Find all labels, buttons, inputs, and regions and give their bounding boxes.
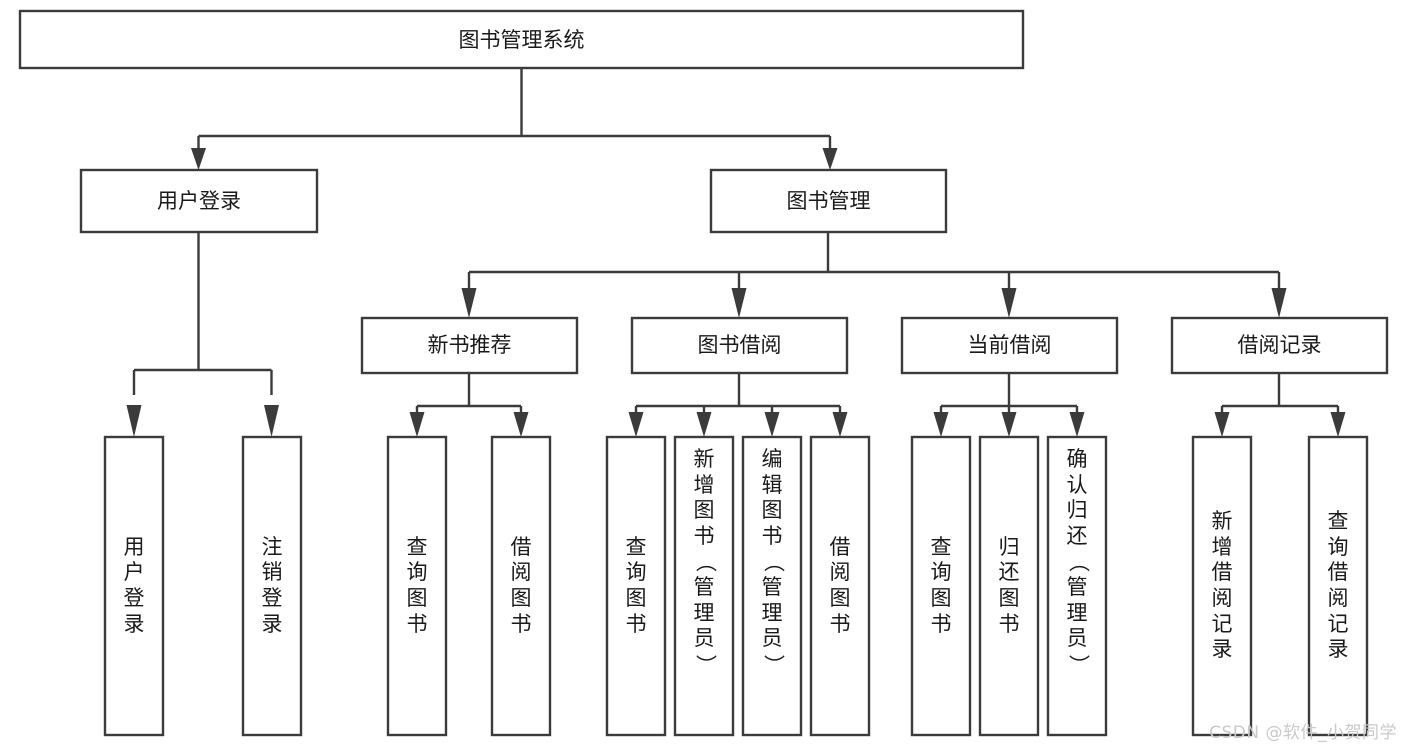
arrow-head-leaf-query-record [1330, 412, 1346, 437]
connector-borrow-record [1220, 372, 1340, 418]
node-leaf-query-book-2-box[interactable] [605, 435, 667, 737]
arrow-head-leaf-query-book-3 [933, 412, 949, 437]
arrow-head-leaf-borrow-book-2 [832, 412, 848, 437]
node-current-borrow-label: 当前借阅 [968, 333, 1052, 357]
arrow-head-book-manage [822, 148, 838, 170]
node-leaf-query-book-1-box[interactable] [386, 435, 448, 737]
node-leaf-user-logout-box[interactable] [241, 435, 303, 737]
connector-current-borrow [939, 372, 1079, 418]
arrow-head-leaf-return-book [1001, 412, 1017, 437]
node-borrow-record-box[interactable] [1170, 316, 1389, 375]
node-user-login[interactable]: 用户登录 [79, 168, 319, 234]
node-new-book-recommend-label: 新书推荐 [428, 333, 512, 357]
arrow-head-leaf-user-login [126, 405, 142, 437]
csdn-watermark: CSDN @软件_小贺同学 [1209, 723, 1397, 743]
node-root-box[interactable] [18, 9, 1025, 70]
node-leaf-user-login-box[interactable] [103, 435, 165, 737]
connector-root [197, 68, 832, 152]
arrow-head-user-login [191, 148, 206, 170]
connector-group-book-manage-to-level3 [461, 232, 1287, 318]
connector-book-manage [467, 232, 1281, 290]
arrow-head-leaf-query-book-2 [628, 412, 644, 437]
connector-group-borrow-record-to-leaves [1214, 372, 1346, 437]
node-new-book-recommend-box[interactable] [360, 316, 579, 375]
node-new-book-recommend[interactable]: 新书推荐 [360, 316, 579, 375]
arrow-head-book-borrow [731, 288, 747, 318]
arrow-head-current-borrow [1001, 288, 1017, 318]
connector-group-user-login-to-leaves [126, 232, 279, 437]
connector-user-login [132, 232, 273, 395]
node-leaf-edit-book-box[interactable] [741, 435, 803, 737]
node-book-borrow[interactable]: 图书借阅 [630, 316, 849, 375]
arrow-head-borrow-record [1271, 288, 1287, 318]
leaf-boxes [103, 435, 1369, 737]
node-book-manage-box[interactable] [709, 168, 948, 234]
arrow-head-leaf-borrow-book-1 [513, 412, 529, 437]
node-user-login-box[interactable] [79, 168, 319, 234]
node-leaf-borrow-book-2-box[interactable] [809, 435, 871, 737]
node-borrow-record-label: 借阅记录 [1238, 333, 1322, 357]
connector-group-book-borrow-to-leaves [628, 372, 848, 437]
arrow-head-leaf-confirm-return [1069, 412, 1085, 437]
node-current-borrow-box[interactable] [900, 316, 1119, 375]
node-root[interactable]: 图书管理系统 [18, 9, 1025, 70]
arrow-head-new-book-recommend [461, 288, 477, 318]
connector-group-new-book-recommend-to-leaves [409, 372, 529, 437]
arrow-head-leaf-user-logout [264, 405, 279, 437]
node-leaf-query-record-box[interactable] [1307, 435, 1369, 737]
node-book-manage[interactable]: 图书管理 [709, 168, 948, 234]
node-leaf-confirm-return-box[interactable] [1046, 435, 1108, 737]
node-root-label: 图书管理系统 [459, 28, 585, 52]
node-leaf-add-book-box[interactable] [673, 435, 735, 737]
connector-group-root-to-level2 [191, 68, 838, 170]
node-leaf-borrow-book-1-box[interactable] [490, 435, 552, 737]
arrow-head-leaf-add-record [1214, 412, 1230, 437]
node-book-borrow-box[interactable] [630, 316, 849, 375]
node-book-manage-label: 图书管理 [787, 189, 871, 213]
node-leaf-add-record-box[interactable] [1191, 435, 1253, 737]
node-user-login-label: 用户登录 [157, 189, 241, 213]
node-borrow-record[interactable]: 借阅记录 [1170, 316, 1389, 375]
arrow-head-leaf-query-book-1 [409, 412, 425, 437]
arrow-head-leaf-edit-book [764, 412, 780, 437]
node-current-borrow[interactable]: 当前借阅 [900, 316, 1119, 375]
connector-group-current-borrow-to-leaves [933, 372, 1085, 437]
node-leaf-return-book-box[interactable] [978, 435, 1040, 737]
connector-new-book-recommend [415, 372, 523, 418]
arrow-head-leaf-add-book [696, 412, 712, 437]
node-book-borrow-label: 图书借阅 [698, 333, 782, 357]
node-leaf-query-book-3-box[interactable] [910, 435, 972, 737]
connector-book-borrow [634, 372, 842, 418]
